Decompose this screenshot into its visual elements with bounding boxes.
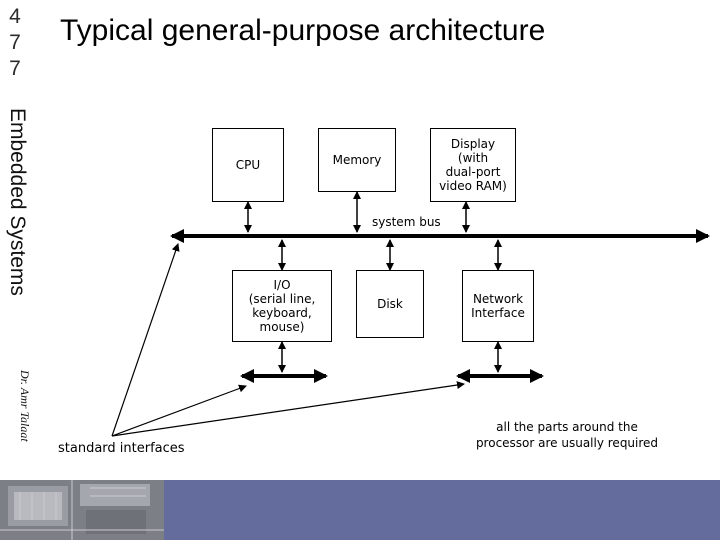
footer-bar — [164, 480, 720, 540]
network-box: Network Interface — [462, 270, 534, 342]
io-box: I/O (serial line, keyboard, mouse) — [232, 270, 332, 342]
memory-box: Memory — [318, 128, 396, 192]
disk-box: Disk — [356, 270, 424, 338]
interface-pointer-3 — [111, 381, 465, 437]
slide-number: 4 7 7 — [9, 5, 21, 80]
display-box: Display (with dual-port video RAM) — [430, 128, 516, 202]
standard-interfaces-label: standard interfaces — [58, 441, 185, 456]
interface-pointer-2 — [111, 384, 247, 437]
system-bus-label: system bus — [372, 215, 441, 229]
footer-photo — [0, 480, 164, 540]
cpu-box: CPU — [212, 128, 284, 202]
circuit-board-image — [0, 480, 164, 540]
slide-title: Typical general-purpose architecture — [60, 14, 546, 47]
sidebar: 4 7 7 Embedded Systems Dr. Amr Talaat — [0, 0, 48, 480]
interface-pointer-1 — [111, 243, 180, 437]
architecture-note: all the parts around the processor are u… — [475, 420, 659, 450]
